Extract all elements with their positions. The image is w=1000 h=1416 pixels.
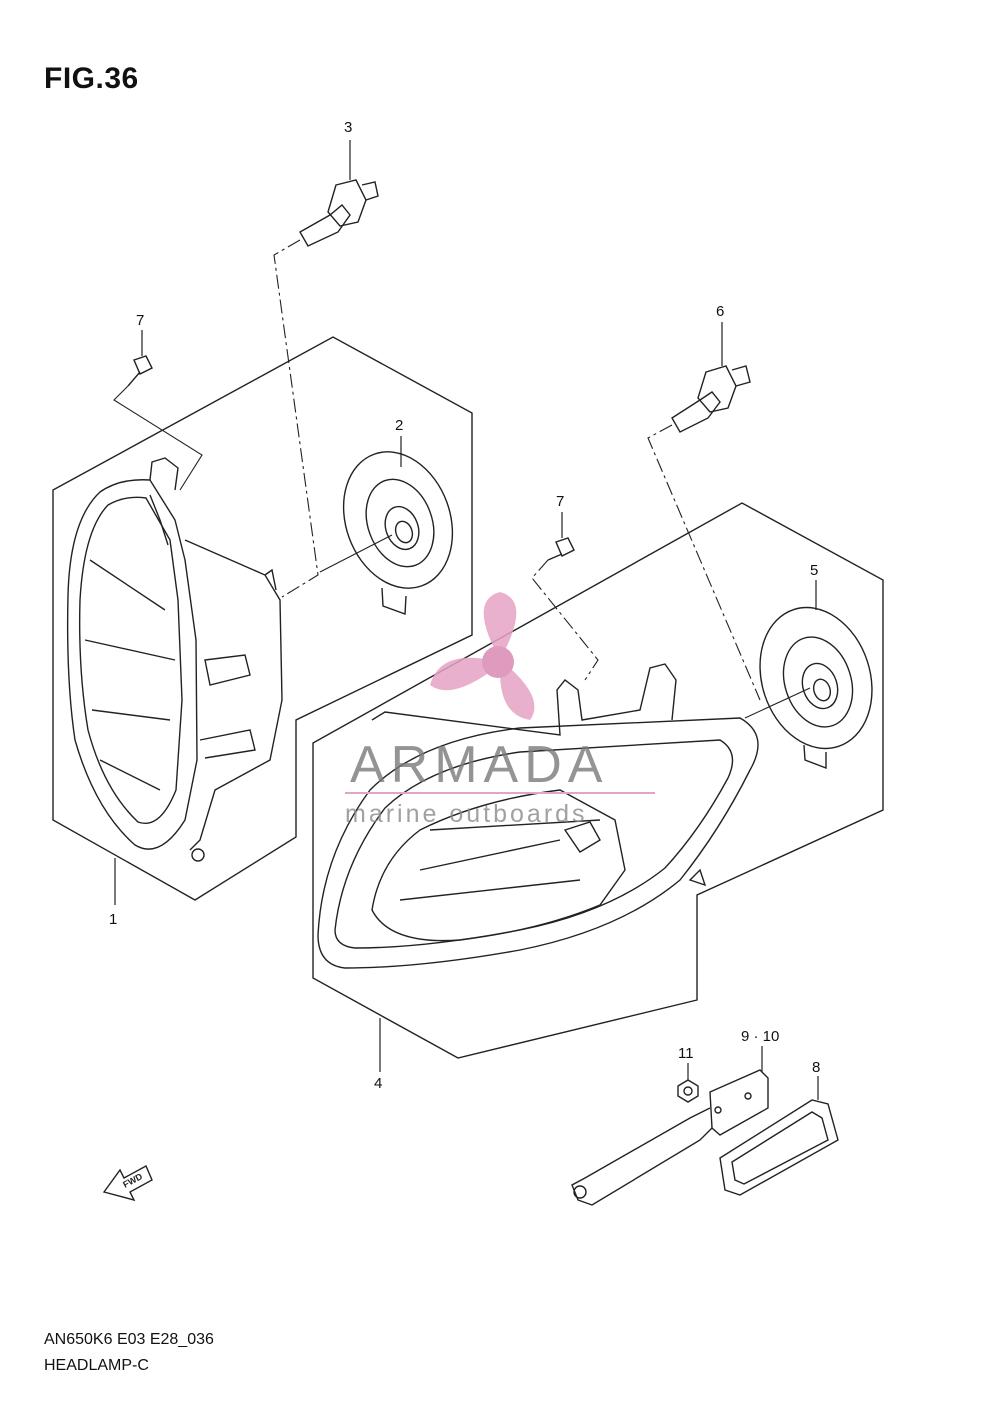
reflector-8 <box>719 1099 839 1196</box>
callout-6: 6 <box>716 303 724 320</box>
callout-3: 3 <box>344 119 352 136</box>
dash-leader-6 <box>647 424 761 701</box>
nut-11 <box>677 1079 699 1103</box>
callout-4: 4 <box>374 1075 382 1092</box>
dash-leader-3 <box>273 239 319 598</box>
callout-11: 11 <box>678 1045 694 1062</box>
connector-5 <box>744 687 811 719</box>
bulb-left <box>299 179 379 247</box>
callout-9-10: 9 · 10 <box>741 1028 779 1045</box>
headlamp-unit-right <box>317 663 759 969</box>
right-assembly-frame <box>312 502 884 1059</box>
dash-leader-7a <box>113 385 203 491</box>
dash-leader-7b <box>531 559 599 681</box>
reflector-bracket <box>571 1069 769 1206</box>
left-assembly-frame <box>52 336 473 901</box>
watermark-logo-icon <box>430 592 535 720</box>
callout-7-right: 7 <box>556 493 564 510</box>
callout-8: 8 <box>812 1059 820 1076</box>
figure-title: FIG.36 <box>44 62 139 95</box>
socket-cover-right <box>759 606 873 770</box>
screw-right <box>547 537 575 561</box>
callout-1: 1 <box>109 911 117 928</box>
socket-cover-left <box>342 451 454 615</box>
bulb-right <box>671 365 751 433</box>
fwd-arrow-icon: FWD <box>102 1165 153 1202</box>
headlamp-unit-left <box>66 457 283 862</box>
callout-5: 5 <box>810 562 818 579</box>
watermark-tagline: marine outboards <box>345 800 588 828</box>
callout-2: 2 <box>395 417 403 434</box>
diagram-code: AN650K6 E03 E28_036 <box>44 1331 214 1348</box>
connector-2 <box>319 534 393 573</box>
watermark-brand: ARMADA <box>350 736 608 794</box>
screw-left <box>127 355 153 387</box>
diagram-subtitle: HEADLAMP-C <box>44 1357 149 1374</box>
callout-7-left: 7 <box>136 312 144 329</box>
